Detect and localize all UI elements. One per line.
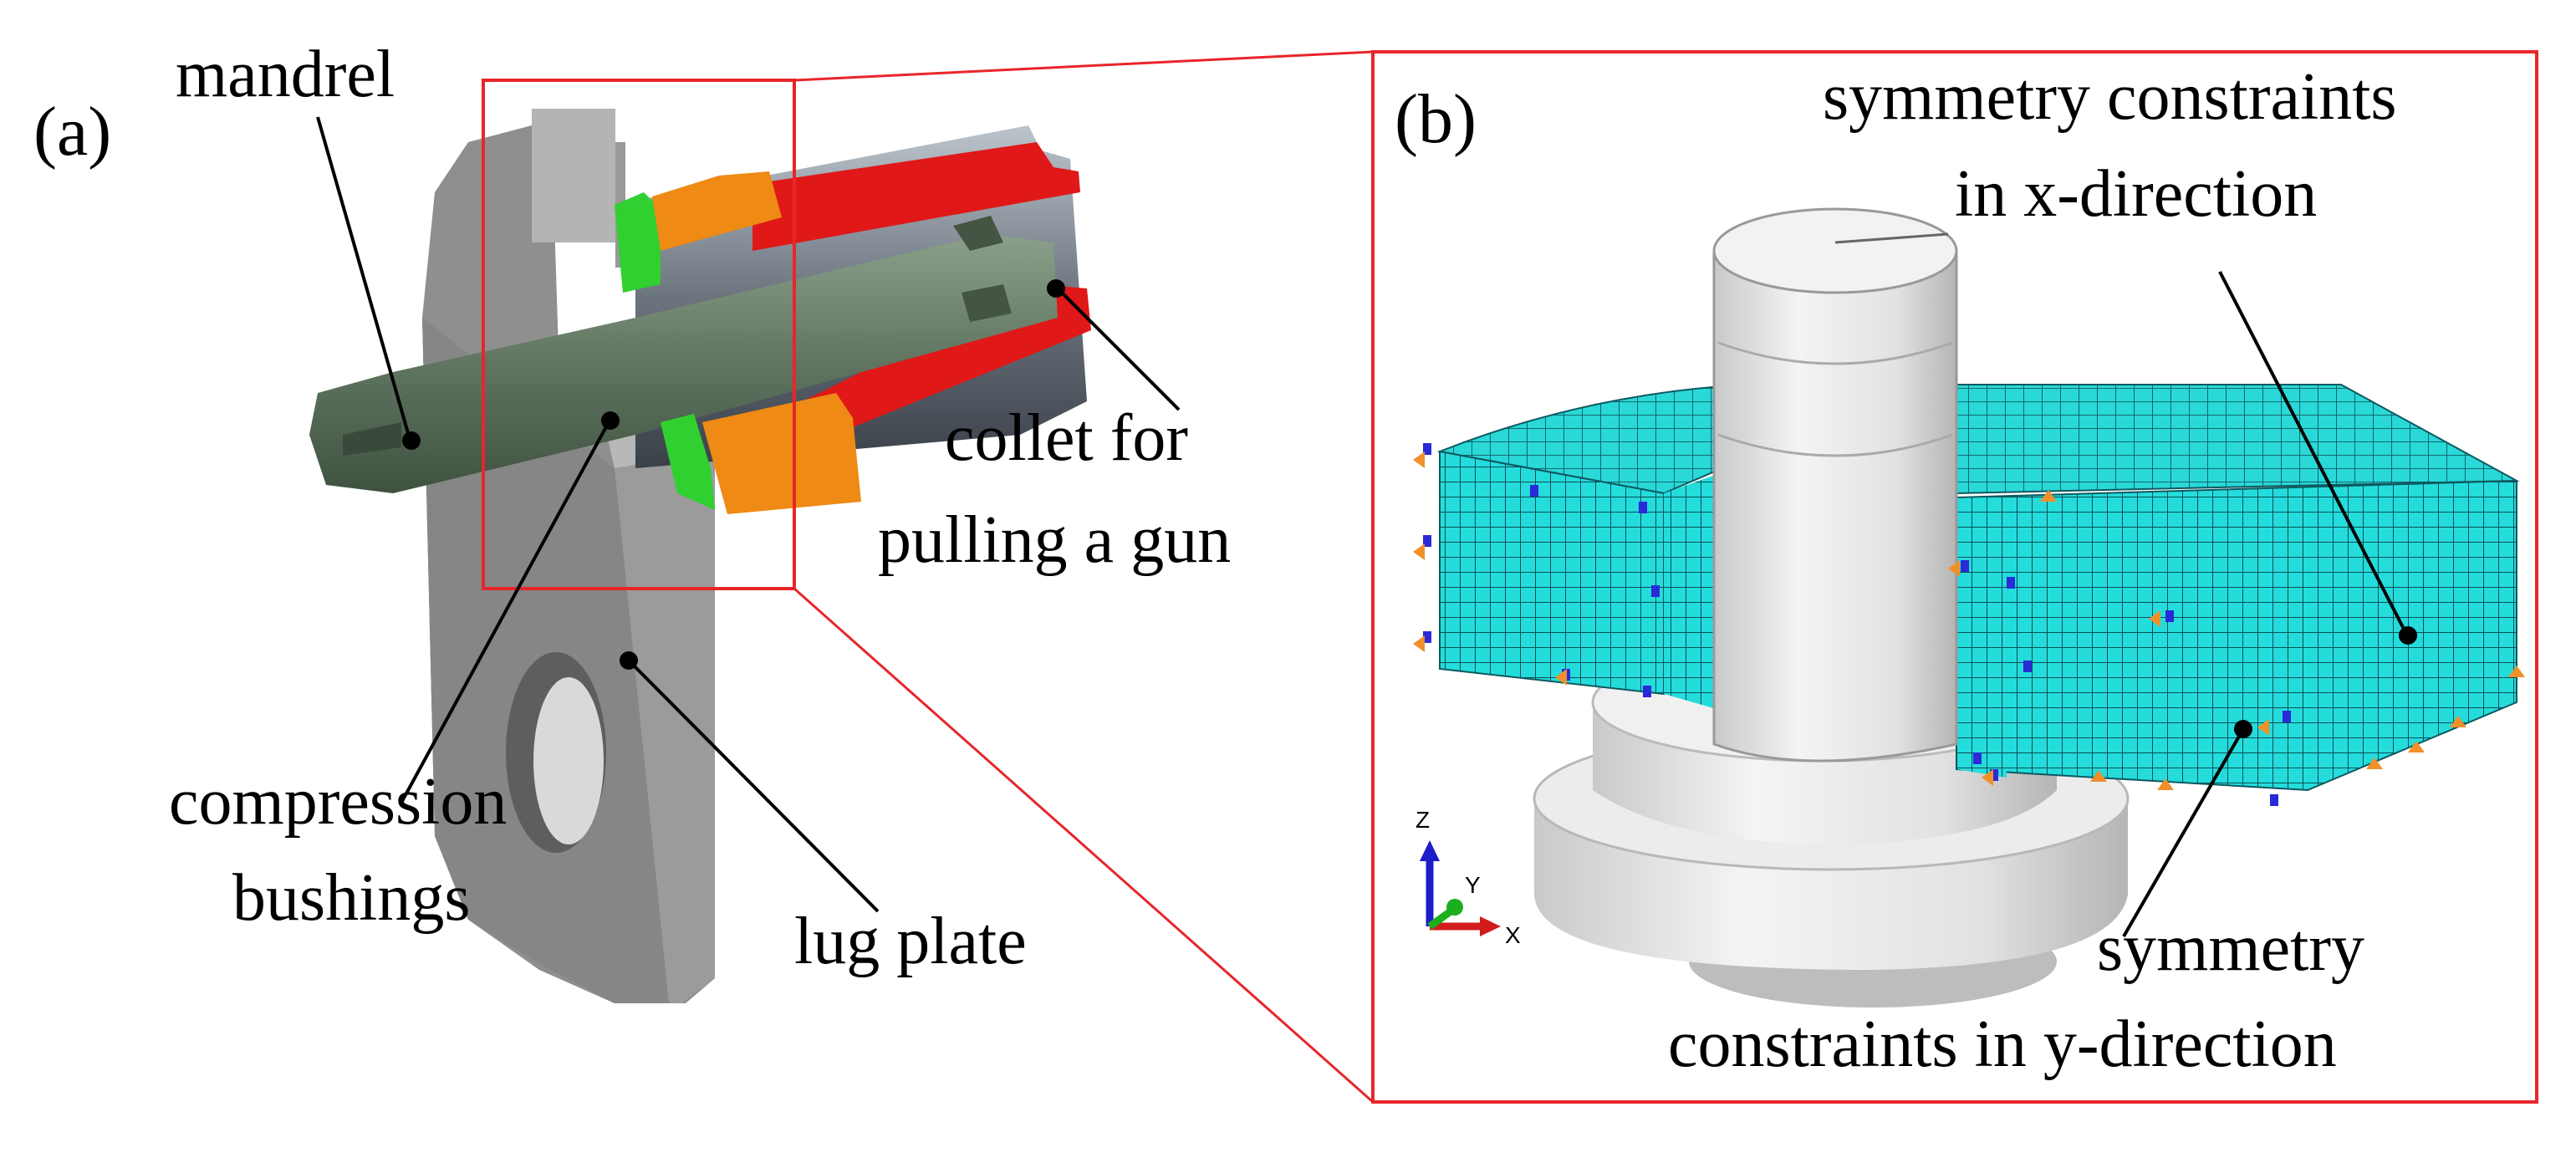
label-sym-y-2: constraints in y-direction <box>1668 1007 2337 1081</box>
axis-z-label: Z <box>1416 807 1430 833</box>
axis-x-label: X <box>1505 922 1521 948</box>
label-mandrel: mandrel <box>176 38 395 111</box>
label-sym-x-2: in x-direction <box>1955 157 2317 231</box>
axis-y-label: Y <box>1465 872 1481 898</box>
panel-b-tag: (b) <box>1395 80 1477 158</box>
axis-triad: Z Y X <box>1416 807 1521 948</box>
pin-cylinder <box>1712 207 1958 763</box>
constraint-markers <box>1413 443 2525 806</box>
label-lug-plate: lug plate <box>794 905 1027 978</box>
compression-bushings-shape <box>615 171 861 514</box>
panel-a: (a) mandrel collet for pulling a gun com… <box>33 38 1374 1104</box>
label-compression-1: compression <box>169 765 507 839</box>
label-compression-2: bushings <box>232 861 471 935</box>
mesh-block <box>1436 384 2520 792</box>
label-sym-x-1: symmetry constraints <box>1823 60 2397 134</box>
zoom-connector-top <box>793 50 1374 82</box>
mandrel-shape <box>309 216 1058 493</box>
label-collet-1: collet for <box>945 401 1188 475</box>
label-sym-y-1: symmetry <box>2097 911 2364 985</box>
leader-lines-a <box>316 116 1181 913</box>
panel-b-frame <box>1371 50 2538 1104</box>
panel-a-tag: (a) <box>33 93 111 171</box>
label-collet-2: pulling a gun <box>878 503 1231 577</box>
panel-b: Z Y X (b) symmetry constraints in x-dire… <box>1371 50 2538 1104</box>
leader-lines-b <box>2122 271 2417 937</box>
zoom-connector-bottom <box>793 587 1374 1104</box>
zoom-frame-a <box>482 79 796 590</box>
